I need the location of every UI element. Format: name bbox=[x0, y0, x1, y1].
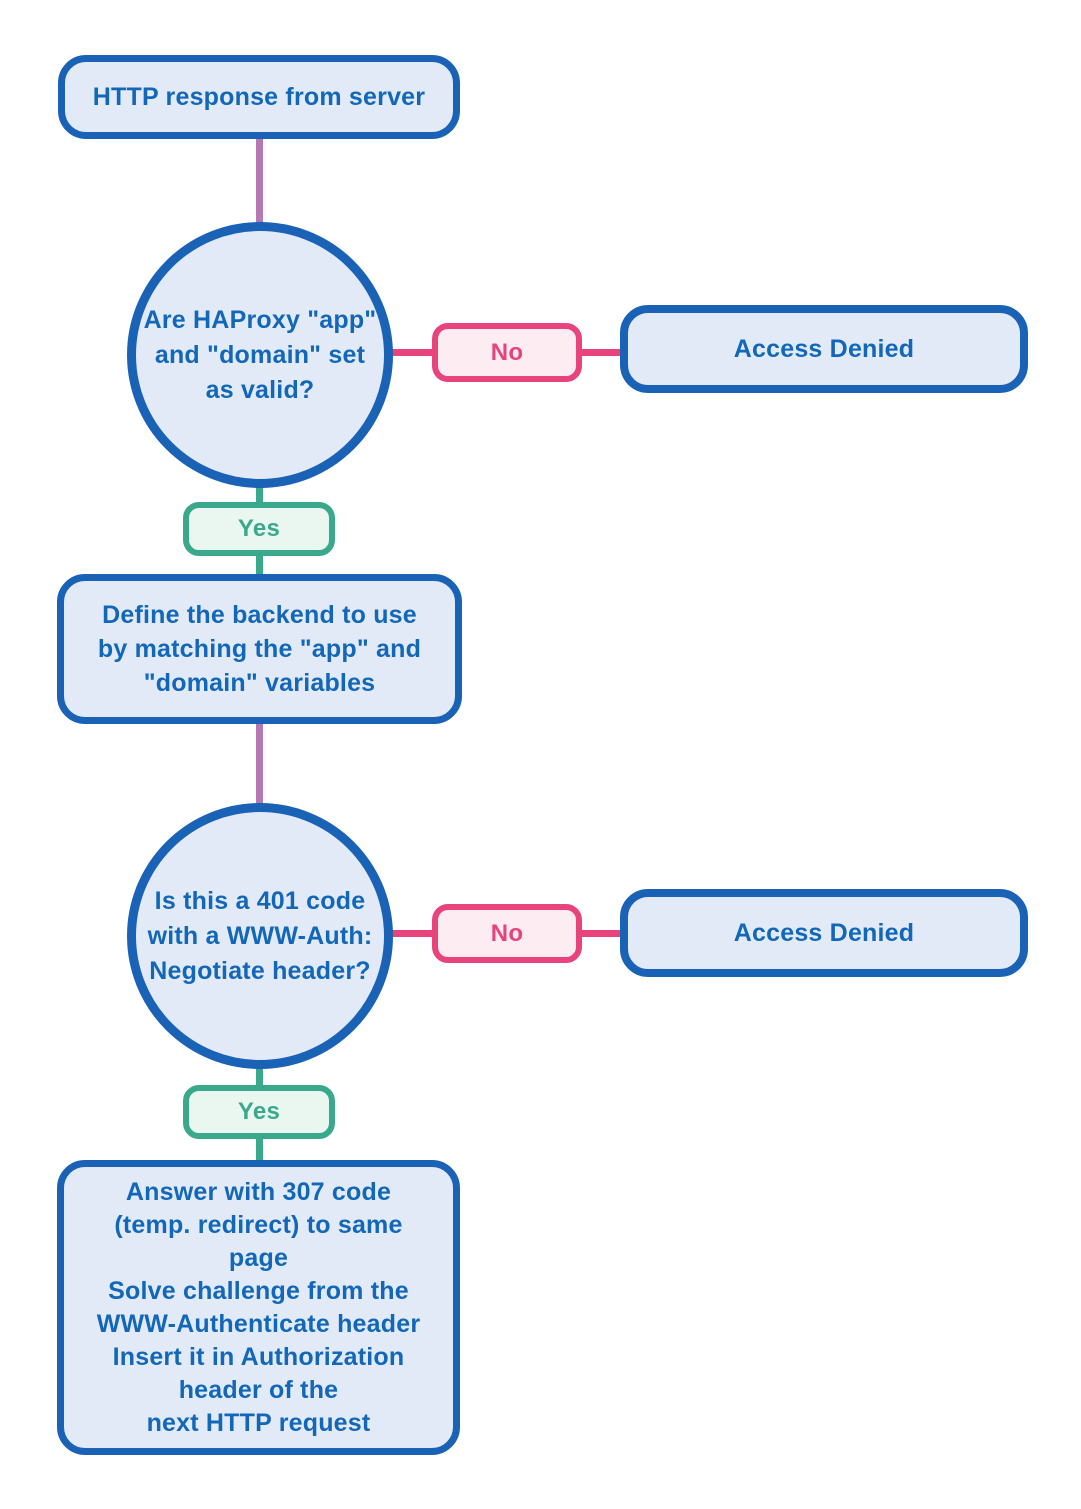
node-answer-307-redirect: Answer with 307 code (temp. redirect) to… bbox=[57, 1160, 460, 1455]
connector-decision1-to-no1 bbox=[388, 349, 434, 356]
edge-label-no-2: No bbox=[432, 904, 582, 963]
edge-label-yes-2: Yes bbox=[183, 1085, 335, 1139]
node-access-denied-1: Access Denied bbox=[620, 305, 1028, 393]
connector-yes2-to-answer bbox=[256, 1136, 263, 1162]
connector-decision2-to-no2 bbox=[388, 930, 434, 937]
connector-no1-to-denied1 bbox=[580, 349, 622, 356]
node-http-response-from-server: HTTP response from server bbox=[58, 55, 460, 139]
connector-decision2-to-yes2 bbox=[256, 1065, 263, 1087]
edge-label-no-1: No bbox=[432, 323, 582, 382]
connector-decision1-to-yes1 bbox=[256, 484, 263, 506]
edge-label-yes-1: Yes bbox=[183, 502, 335, 556]
node-define-backend: Define the backend to use by matching th… bbox=[57, 574, 462, 724]
node-access-denied-2: Access Denied bbox=[620, 889, 1028, 977]
node-decision-401-negotiate: Is this a 401 code with a WWW-Auth: Nego… bbox=[127, 803, 393, 1069]
connector-start-to-decision1 bbox=[256, 138, 263, 226]
node-decision-app-domain-valid: Are HAProxy "app" and "domain" set as va… bbox=[127, 222, 393, 488]
connector-no2-to-denied2 bbox=[580, 930, 622, 937]
connector-yes1-to-backend bbox=[256, 553, 263, 577]
connector-backend-to-decision2 bbox=[256, 724, 263, 806]
